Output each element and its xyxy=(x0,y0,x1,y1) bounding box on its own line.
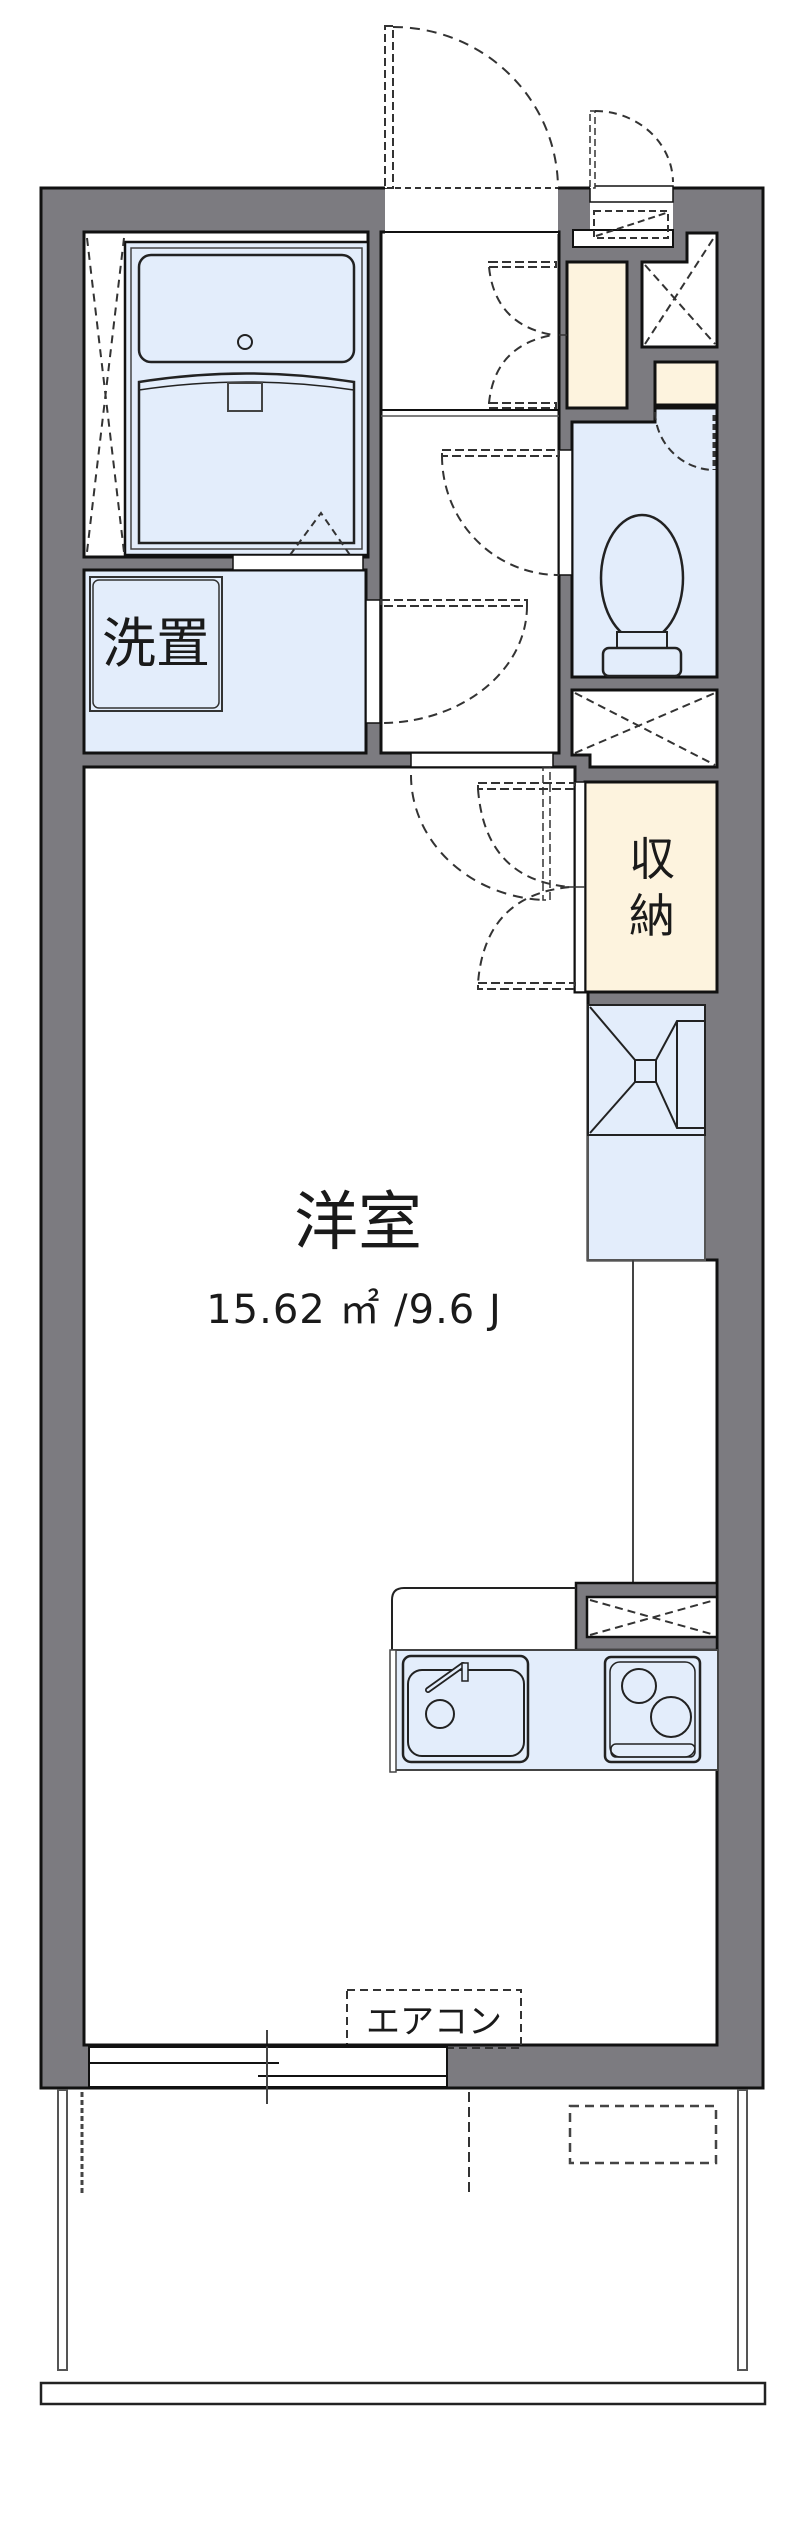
window xyxy=(84,2030,448,2104)
unit-bath xyxy=(86,237,370,571)
washroom-door-swing xyxy=(380,605,528,724)
entrance-door-swing xyxy=(392,26,559,189)
bath-drain-icon xyxy=(237,334,253,350)
washing-machine-space xyxy=(89,576,223,712)
floor-drain-icon xyxy=(227,382,263,412)
entrance-opening xyxy=(385,186,558,234)
closet-label-line2: 納 xyxy=(629,889,675,943)
room-area: 15.62 ㎡ /9.6 J xyxy=(206,1287,502,1333)
aircon-label: エアコン xyxy=(366,2002,502,2042)
toilet-door-small-swing xyxy=(654,411,714,471)
ventilation-fan-icon xyxy=(587,1004,706,1136)
room-door-swing xyxy=(409,774,544,901)
washroom-label: 洗置 xyxy=(102,612,210,675)
toilet-tank-icon xyxy=(601,646,683,678)
folding-door-icon xyxy=(289,511,351,556)
closet-door-swing xyxy=(477,788,571,984)
outdoor-ac-unit xyxy=(568,2104,718,2165)
closet-label-line1: 収 xyxy=(629,832,675,886)
toilet-bowl-icon xyxy=(599,513,685,643)
washroom: 洗置 xyxy=(89,576,528,724)
shoe-cabinet xyxy=(565,260,629,410)
kitchen xyxy=(389,1581,719,1773)
sink-drain-icon xyxy=(425,1699,455,1729)
corridor-floor xyxy=(379,230,561,755)
closet-floor xyxy=(583,780,719,994)
grill-icon xyxy=(610,1743,696,1758)
toilet-shelf xyxy=(653,360,719,407)
entrance-door-leaf xyxy=(384,25,394,189)
main-room-label: 洋室 15.62 ㎡ /9.6 J xyxy=(206,1186,502,1333)
main-room-doors xyxy=(409,766,585,990)
burner-2-icon xyxy=(650,1696,692,1738)
room-name: 洋室 xyxy=(294,1186,422,1260)
balcony xyxy=(39,2089,767,2406)
shoe-cabinet-door-swing xyxy=(488,266,554,404)
aircon: エアコン xyxy=(346,1989,522,2049)
upper-cabinet xyxy=(391,1587,576,1650)
toilet-door-swing xyxy=(441,455,560,576)
closet: 収 納 xyxy=(629,832,675,943)
burner-1-icon xyxy=(621,1668,657,1704)
entrance-area xyxy=(381,25,674,768)
balcony-railing xyxy=(39,2381,767,2406)
bathtub xyxy=(137,253,356,364)
toilet xyxy=(599,411,716,678)
